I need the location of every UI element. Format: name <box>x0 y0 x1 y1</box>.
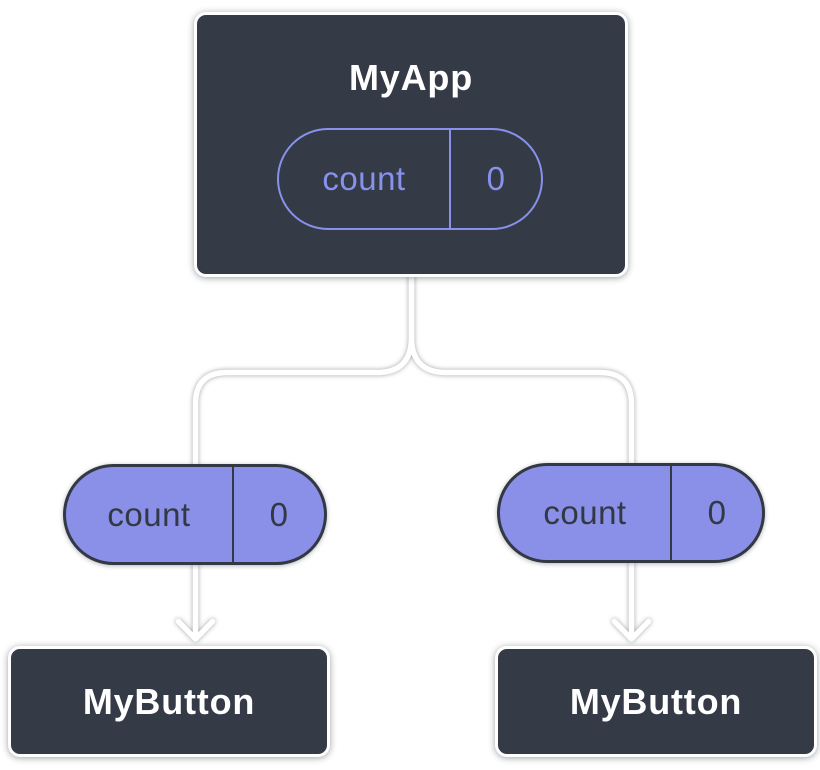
prop-pill-left-label: count <box>66 467 234 562</box>
prop-pill-right-label: count <box>500 466 672 560</box>
arrow-left-icon <box>175 563 216 642</box>
node-myapp-title: MyApp <box>349 57 473 98</box>
state-pill-label: count <box>279 130 451 228</box>
arrow-right-icon <box>611 561 652 642</box>
state-pill-myapp: count 0 <box>277 128 543 230</box>
node-mybutton-left: MyButton <box>8 646 330 757</box>
prop-pill-right-value: 0 <box>707 494 727 531</box>
connector-fork-right <box>408 272 635 467</box>
prop-pill-right: count 0 <box>497 463 765 563</box>
node-mybutton-left-title: MyButton <box>82 680 256 722</box>
node-myapp: MyApp count 0 <box>194 12 628 277</box>
node-mybutton-right-title: MyButton <box>569 680 743 722</box>
prop-pill-left: count 0 <box>63 464 327 565</box>
prop-pill-left-value: 0 <box>269 495 289 533</box>
connector-fork-left <box>192 272 415 468</box>
state-pill-value: 0 <box>486 160 506 197</box>
node-mybutton-right: MyButton <box>495 646 817 757</box>
